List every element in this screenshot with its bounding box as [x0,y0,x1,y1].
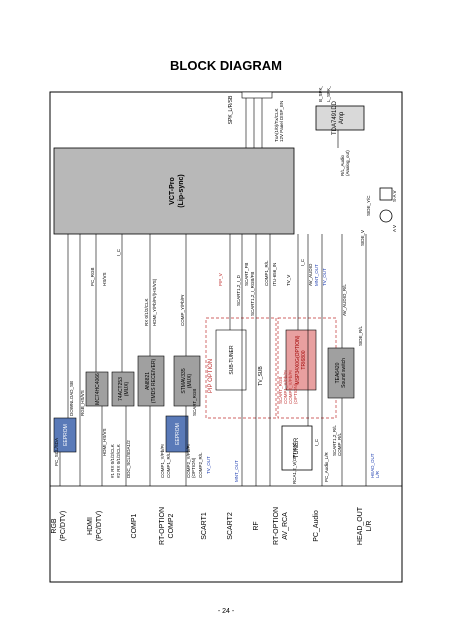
sig-rx02: #2 RX 0/1/2/CLK [116,444,121,478]
pip-option-region [205,317,277,419]
stmav335-box [173,355,201,407]
mc74hc4066-label: MC74HC4066 [95,373,101,405]
sig-hsvs: HS/VS [102,272,107,286]
sig-av-audio-rl: AV_AUDIO_R/L [342,284,347,316]
tda-label: TDA7491DDAmp [332,100,345,135]
signal-labels: PC_SCL/SDA DOWNLOAD_SB RGB_HS/VS PC_RGB … [54,75,397,484]
sig-av-side: A V [392,225,397,232]
sig-scart12-rl: SCART1,2_R/LCOMP_R/L [332,425,342,456]
vct-pro-chip [53,147,295,235]
sig-l-spk: L_SPK_OUT [326,86,331,102]
sig-pc-rgb: PC_RGB [90,267,95,286]
tuner-label: TUNER [294,437,300,458]
connector-label-scart2: SCART2 [227,512,234,540]
msp-label: MSP34X0G(OPTION)TRI6800 [295,335,307,384]
signal-lines [59,96,367,486]
tuner-box [281,425,313,471]
msp-box [285,329,317,391]
block-diagram-svg: RGB(PC/DTV) HDMI(PC/DTV) COMP1 RT-OPTION… [49,75,403,583]
s-av-jack-icon [379,187,393,201]
outer-frame [49,91,403,583]
sig-rgb-hsvs: RGB_HS/VS [80,390,85,416]
74act253-box [111,371,135,407]
sig-comp1-ypbpr: COMP1_Y/Pb/Pr [160,443,165,478]
sig-scart-fb: SCART_FB [244,263,249,286]
sig-i2c-tuner: I_C [314,438,319,446]
page-number: - 24 - [217,608,235,615]
connector-label-pc-audio: PC_Audio [313,510,320,542]
sig-itu656: ITU-656_IN [272,263,277,286]
sig-hdmi-hsvs: HDMI_HS/VS [102,428,107,456]
74act253-label: 74ACT253(MUX) [118,377,130,401]
an8821-label: AN8821(TMDS RECEIVER) [145,358,157,403]
eeprom2-label: EEPROM [175,423,181,445]
an8821-box [137,355,165,407]
connector-labels: RGB(PC/DTV) HDMI(PC/DTV) COMP1 RT-OPTION… [51,506,373,545]
sig-head-out: HEAD_OUTL/R [370,453,380,478]
spk-connector-box [241,91,273,99]
connector-label-comp1: COMP1 [131,513,138,538]
sig-rx01: #1 RX 0/1/2/CLK [110,444,115,478]
sig-rx-clk: RX 0/1/2/CLK [144,298,149,326]
sig-i2c-top: I_C [116,248,121,256]
sig-tx-panel: TxA(1/0)/Tx/CLK12V Panel DISP_EN [274,101,284,142]
sig-side-rl: SIDE_R/L [358,325,363,346]
tea6420-box [327,347,355,399]
stmav335-label: STMAV335(MUX) [181,368,193,393]
sig-comp-ypbpr: COMP_Y/Pb/Pr [180,294,185,326]
spk-label: SPK_L/R/SB [228,95,234,124]
sig-scart-12: SCART1,2_I_RGB/FB [250,272,255,316]
sig-rca2: RCA1,2_V(OPTION) [292,442,297,484]
block-labels: EEPROM MC74HC4066 74ACT253(MUX) AN8821(T… [63,95,347,458]
tda-amp-box [315,105,365,131]
sig-s-av: S-A V [392,190,397,202]
sig-ddc-scl: DDC_SCL/SDA1/2 [126,440,131,478]
sig-mnt-out-left: MNT_OUT [234,460,239,482]
sig-hdmi-yp: HDMI_Y/Pb/Pr/(HS/VS) [152,278,157,326]
sig-side-yc: SIDE_Y/C [366,195,371,216]
sig-comp2-lr: COMP2_R/L [198,452,203,478]
sig-tv-v: TV_V [286,275,291,286]
eeprom2-box [165,415,189,453]
connector-label-hdmi: HDMI(PC/DTV) [87,511,103,541]
connector-label-rf: RF [253,521,260,530]
sig-av-audio: AV_AUDIO [308,263,313,286]
tv-sub-label: TV_SUB [258,366,264,386]
sig-side-v: SIDE_V [360,230,365,246]
sig-i2c-mid: I_C [300,258,305,266]
sig-pc-audio-lr: PC_Audio_L/R [324,451,329,482]
eeprom1-box [53,417,77,453]
sig-pc-scl: PC_SCL/SDA [54,438,59,466]
sig-scart-rgb2: SCART_RGBCOMP1_Y/Pb/PrCOMP2_Y/Pb/Pr(OPTI… [278,369,298,404]
av-jack-icon [379,209,393,223]
sub-tuner-label: SUB-TUNER [229,345,235,375]
sig-comp2-ypbpr: COMP2_Y/Pb/Pr(OPTION) [186,443,196,478]
sig-b-spk: B_SPK_OUT [318,86,323,102]
sig-comp1-rl: COMP1_R/L [264,260,269,286]
sig-tv-out-left: TV_OUT [206,456,211,474]
sig-rl-audio: R/L_Audio(Analog_out) [340,150,350,176]
sig-download: DOWNLOAD_SB [69,381,74,416]
mc74hc4066-box [85,371,109,407]
sig-comp1-lr: COMP1_R/L [166,452,171,478]
connector-label-rgb: RGB(PC/DTV) [51,511,67,541]
sig-pip-v: PIP_V [218,273,223,286]
vct-pro-label: VCT-Pro(Lip-sync) [169,174,185,207]
block-diagram: RGB(PC/DTV) HDMI(PC/DTV) COMP1 RT-OPTION… [46,75,424,586]
eeprom1-label: EEPROM [63,424,69,446]
sub-tuner-box [215,329,247,391]
page-title: BLOCK DIAGRAM [170,58,282,73]
sig-scart-rgb: SCART_RGB [192,389,197,416]
sig-tv-out: TV_OUT [322,268,327,286]
connector-label-scart1: SCART1 [201,512,208,540]
tea6420-label: TEA6420Sound switch [335,358,347,388]
pip-option-label: PIP OPTION [208,359,214,393]
sig-scart-cvbs: SCART1,2_I_D [236,274,241,306]
sig-mnt-out: MNT_OUT [314,264,319,286]
